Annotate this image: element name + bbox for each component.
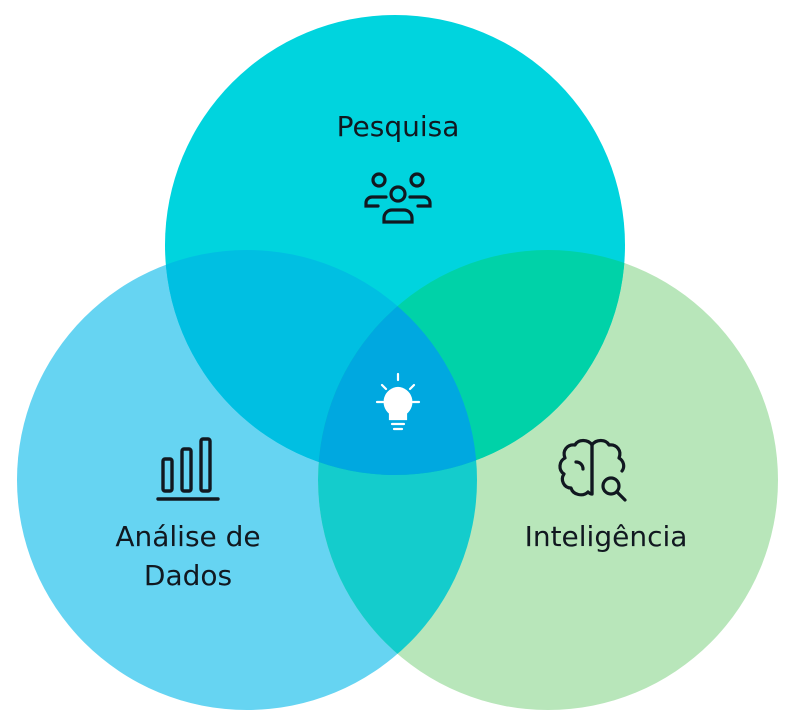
people-group-icon [364, 172, 432, 224]
overlap-center [318, 250, 477, 475]
bar-chart-icon [156, 437, 220, 501]
lightbulb-icon [375, 372, 421, 431]
label-analise-de-dados-line1: Análise de [115, 520, 261, 553]
label-analise-de-dados-line2: Dados [143, 559, 233, 592]
label-pesquisa: Pesquisa [336, 110, 460, 143]
label-inteligencia: Inteligência [524, 520, 688, 553]
brain-search-icon [558, 438, 627, 502]
